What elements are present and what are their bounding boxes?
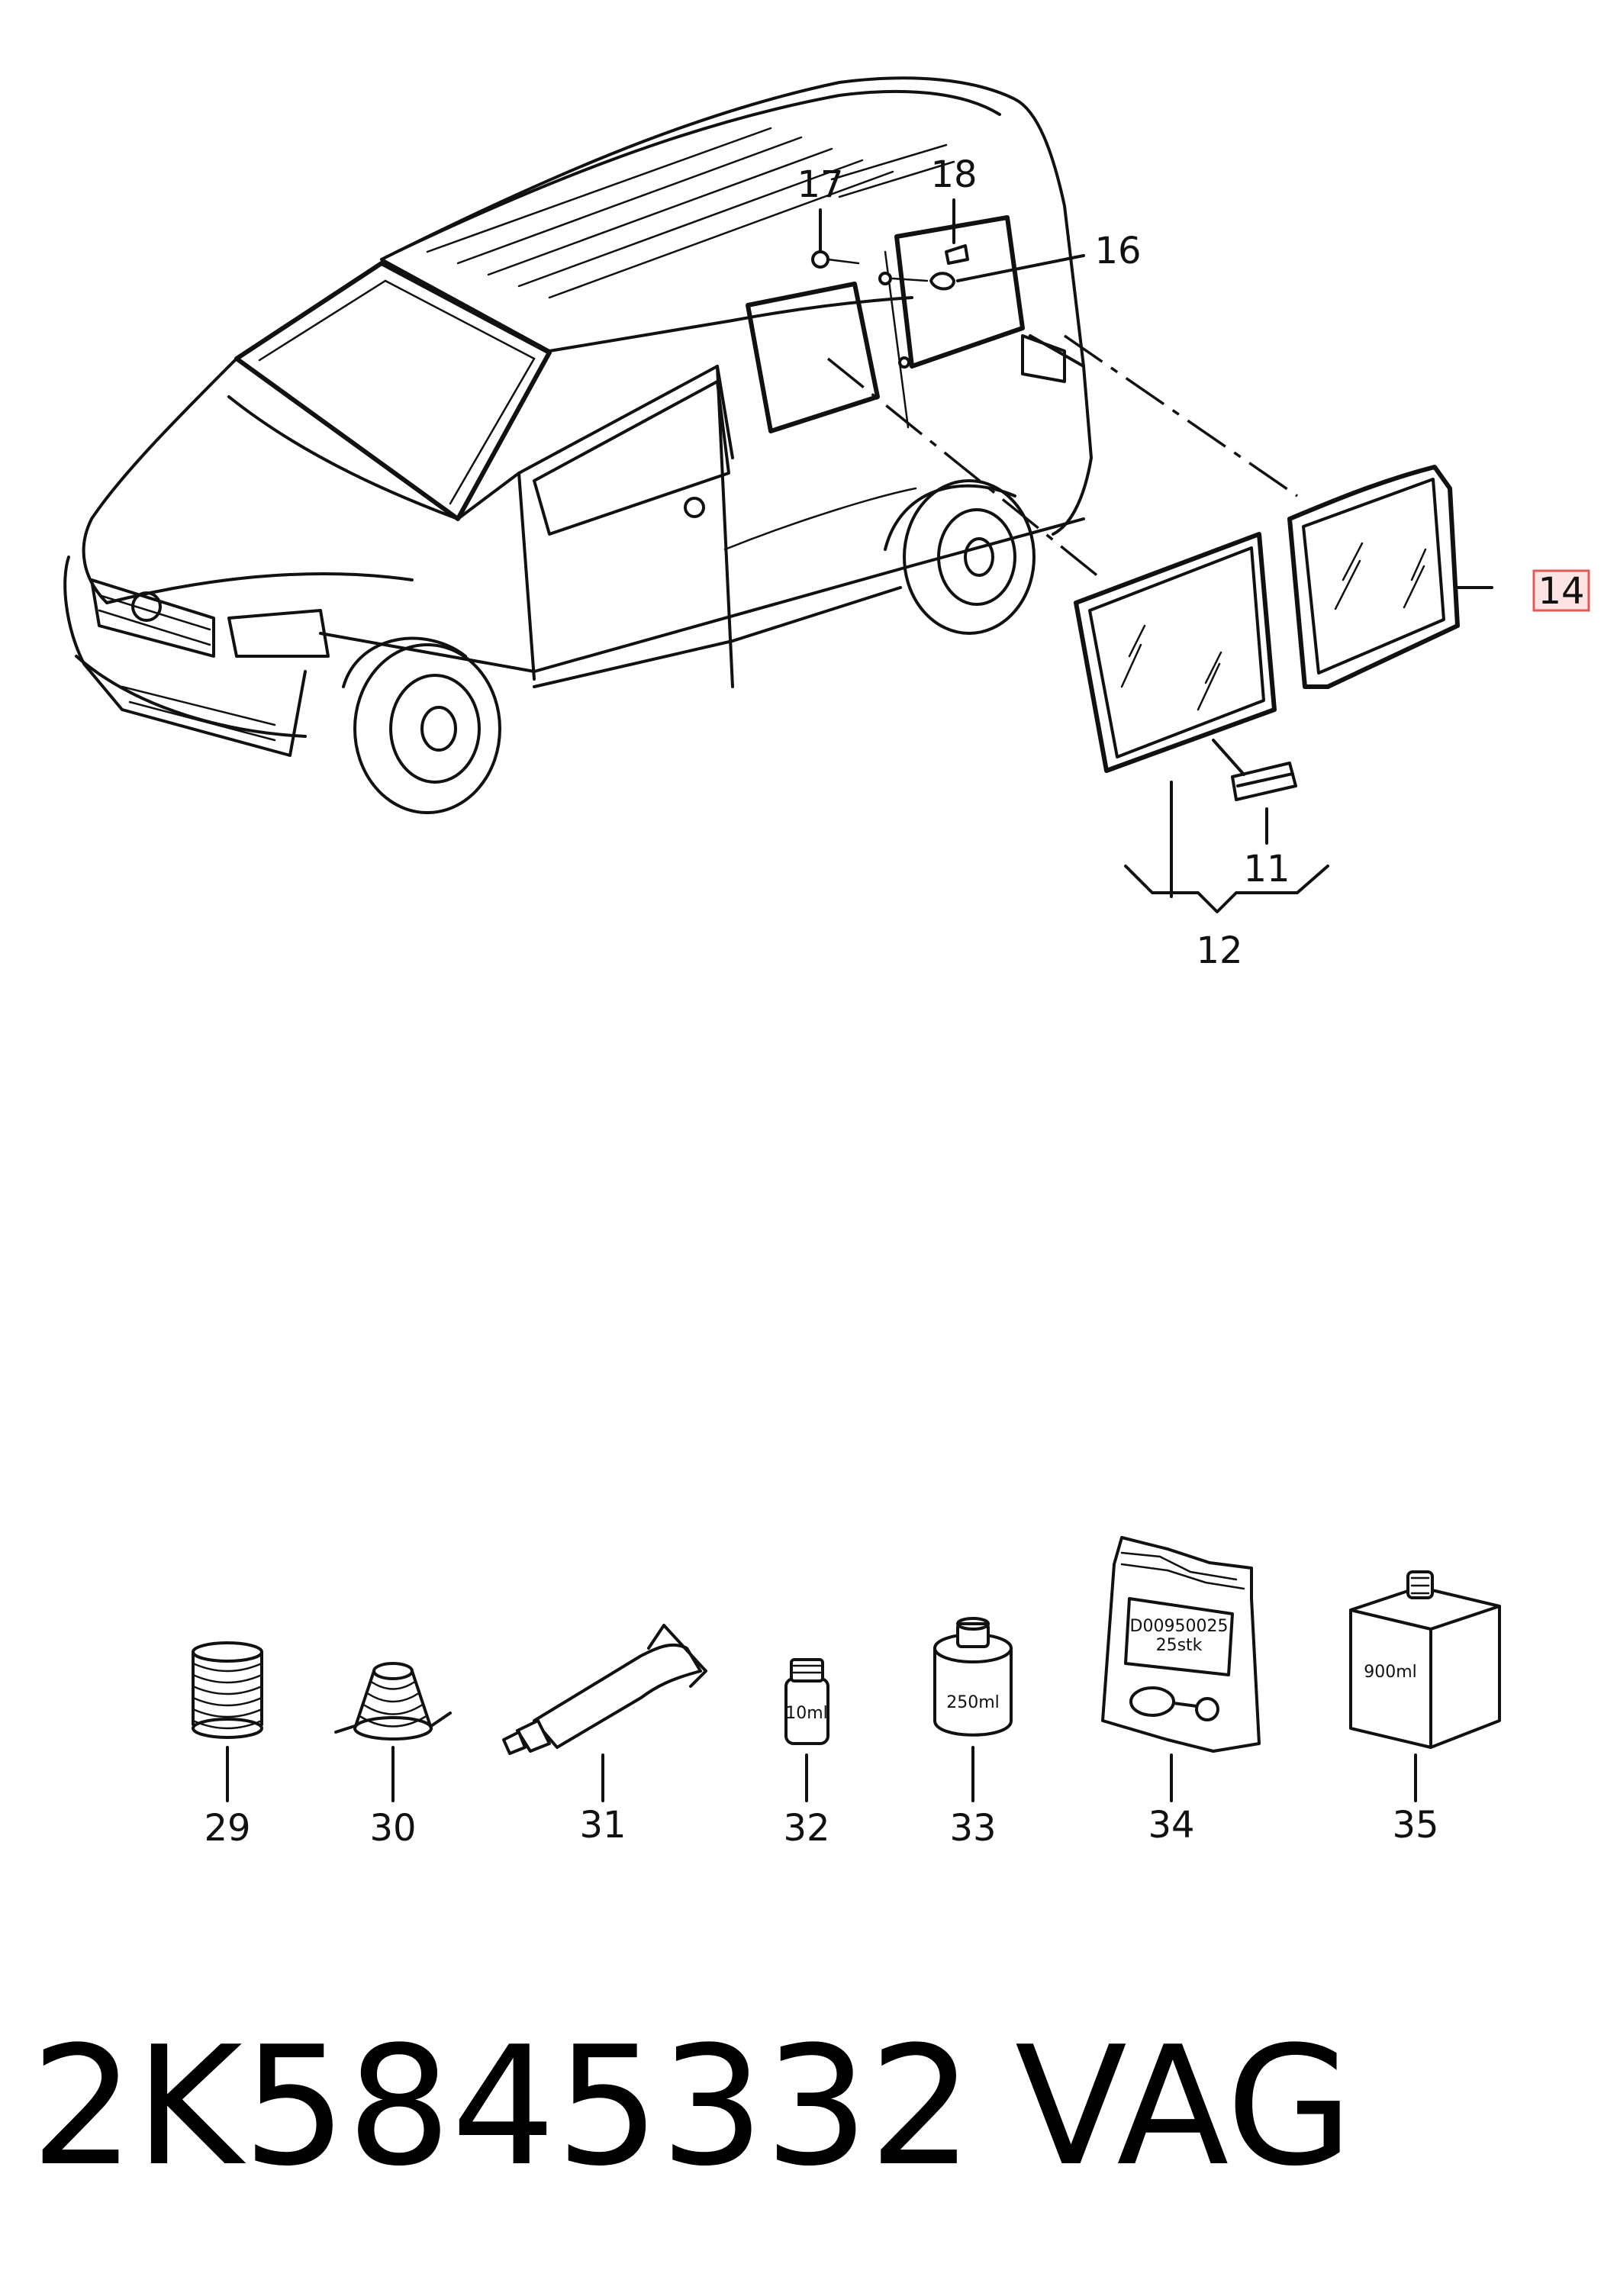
- callout-12: 12: [1196, 929, 1242, 972]
- vehicle-illustration: [63, 76, 1093, 814]
- part-number: 2K5845332: [31, 2011, 973, 2202]
- callout-14-highlight: 14: [1532, 569, 1590, 613]
- window-pane-front: [1074, 532, 1277, 773]
- clip-18-icon: [945, 244, 969, 265]
- callout-32: 32: [783, 1807, 829, 1850]
- cone-spring-30-icon: [334, 1662, 452, 1741]
- callout-34: 34: [1148, 1804, 1194, 1847]
- callout-16: 16: [1094, 230, 1141, 272]
- window-pane-rear: [1287, 465, 1460, 689]
- bag-label-line2: 25stk: [1156, 1636, 1203, 1655]
- callout-35: 35: [1392, 1804, 1438, 1847]
- callout-17: 17: [797, 163, 843, 206]
- can-label: 250ml: [946, 1693, 1000, 1712]
- callout-14: 14: [1538, 570, 1584, 613]
- clip-17-icon: [811, 250, 829, 269]
- bottle-35-icon: [1349, 1570, 1501, 1749]
- callout-33: 33: [949, 1807, 996, 1850]
- brand-name: VAG: [1015, 2011, 1353, 2202]
- consumable-leaders: [226, 1746, 1417, 1802]
- bag-label-line1: D00950025: [1130, 1617, 1229, 1636]
- callout-leaders: [819, 198, 1493, 913]
- bottle-label: 900ml: [1364, 1663, 1417, 1682]
- callout-11: 11: [1243, 848, 1290, 890]
- highlight-box: [1532, 569, 1590, 612]
- vial-label: 10ml: [785, 1704, 828, 1723]
- callout-29: 29: [204, 1807, 250, 1850]
- can-33-icon: [933, 1617, 1013, 1737]
- callout-31: 31: [579, 1804, 626, 1847]
- bracket-11-icon: [1231, 762, 1297, 801]
- explode-leaders: [826, 334, 1298, 581]
- callout-18: 18: [930, 153, 977, 196]
- bag-34-icon: [1101, 1536, 1261, 1753]
- clip-16-icon: [929, 272, 955, 291]
- tube-31-icon: [502, 1624, 707, 1755]
- vial-32-icon: [784, 1658, 829, 1745]
- fastener-parts: [811, 244, 969, 291]
- clip-small-icon: [878, 272, 892, 285]
- callout-30: 30: [369, 1807, 416, 1850]
- spring-29-icon: [192, 1641, 263, 1739]
